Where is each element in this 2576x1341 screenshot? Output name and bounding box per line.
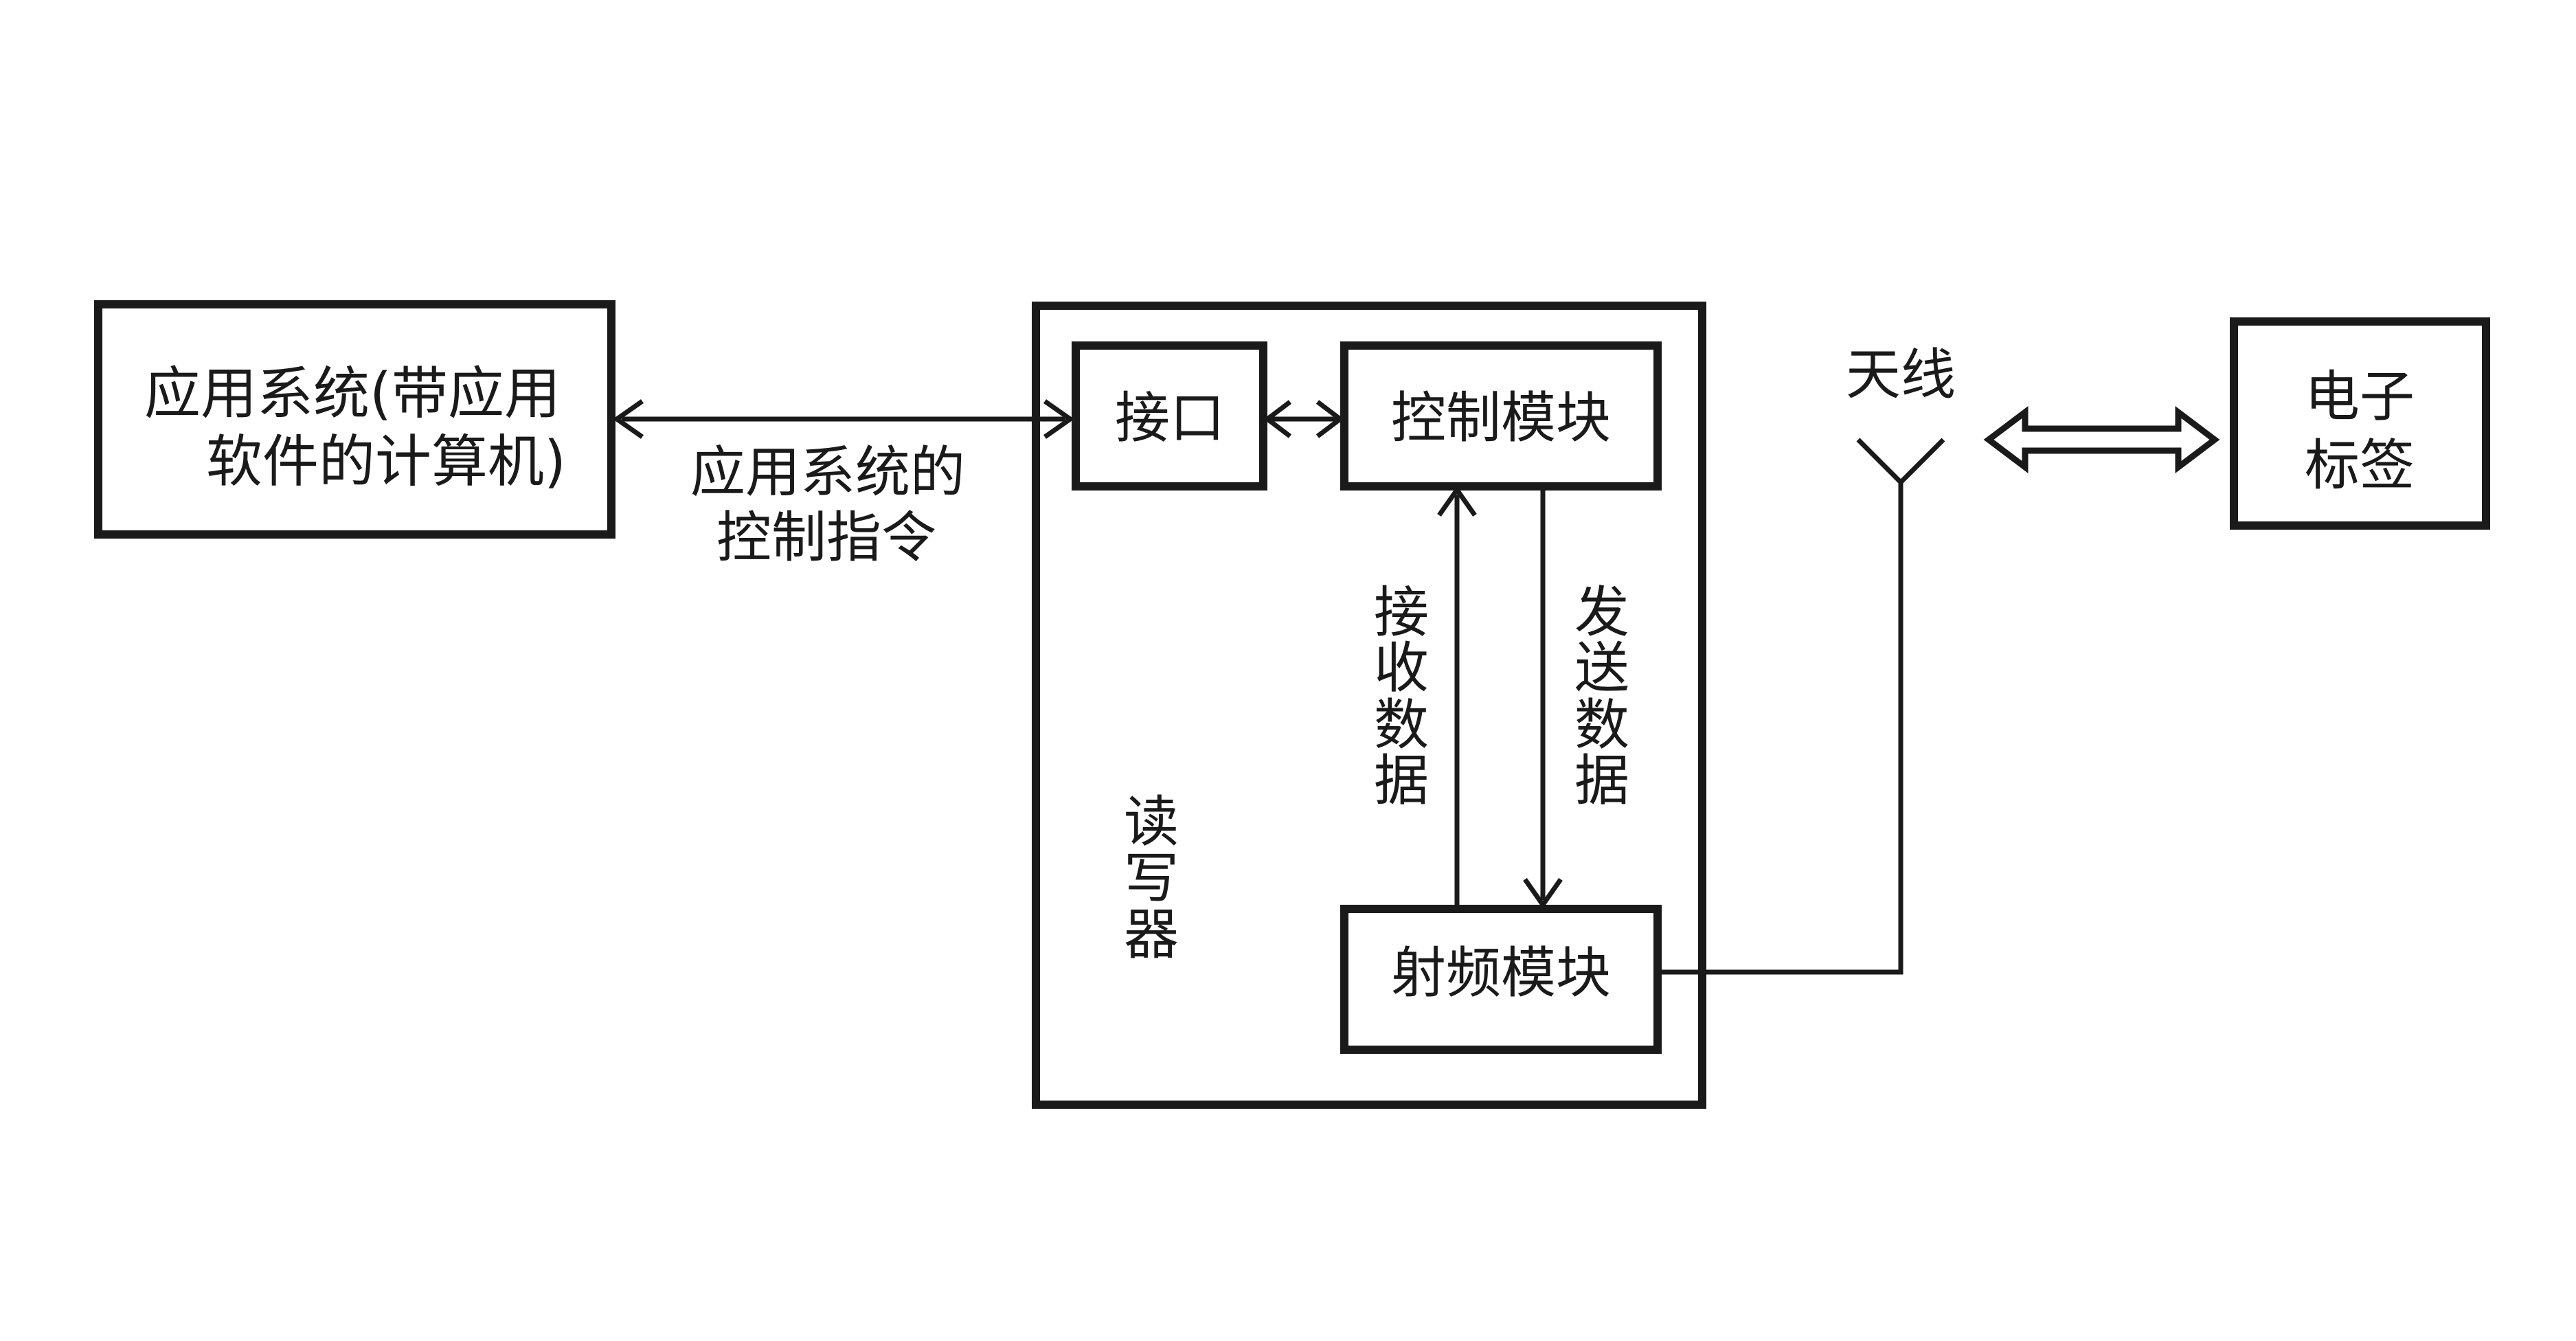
receive-data-char: 收: [1374, 636, 1429, 700]
control-command-label-line1: 应用系统的: [690, 440, 965, 504]
interface-label: 接口: [1115, 386, 1225, 450]
receive-data-char: 接: [1374, 581, 1429, 644]
arrowhead-right: [1043, 399, 1075, 439]
send-data-char: 数: [1574, 693, 1629, 757]
app-system-label-line2: 软件的计算机): [206, 429, 566, 495]
receive-data-char: 数: [1374, 693, 1429, 757]
wireless-double-arrow: [1983, 405, 2220, 474]
reader-char: 读: [1124, 790, 1179, 854]
arrowhead-left: [1263, 400, 1292, 438]
antenna-icon: [1856, 438, 1945, 484]
send-data-char: 据: [1574, 749, 1629, 813]
antenna-label: 天线: [1846, 343, 1956, 407]
control-module-box: [1340, 341, 1662, 491]
interface-box: [1072, 341, 1267, 491]
arrowhead-down: [1523, 877, 1563, 910]
tag-label-line2: 标签: [2305, 433, 2415, 497]
control-command-label-line2: 控制指令: [716, 506, 936, 570]
control-module-label: 控制模块: [1391, 386, 1611, 450]
arrowhead-right: [1315, 400, 1344, 438]
interface-control-connector: [1263, 400, 1344, 438]
send-data-char: 送: [1574, 636, 1629, 700]
receive-data-arrow: [1437, 485, 1477, 905]
rf-module-label: 射频模块: [1391, 941, 1611, 1005]
arrowhead-left: [612, 399, 644, 439]
reader-char: 写: [1124, 846, 1179, 910]
app-interface-connector: [612, 399, 1075, 439]
app-system-box: [94, 300, 615, 539]
send-data-arrow: [1523, 489, 1563, 910]
tag-box: [2230, 317, 2490, 530]
rf-antenna-wire: [1662, 479, 1903, 975]
send-data-char: 发: [1574, 581, 1629, 644]
tag-label-line1: 电子: [2305, 365, 2415, 429]
reader-char: 器: [1124, 903, 1179, 967]
app-system-label-line1: 应用系统(带应用: [144, 361, 561, 427]
receive-data-char: 据: [1374, 749, 1429, 813]
rf-module-box: [1340, 905, 1662, 1054]
arrowhead-up: [1437, 485, 1477, 517]
